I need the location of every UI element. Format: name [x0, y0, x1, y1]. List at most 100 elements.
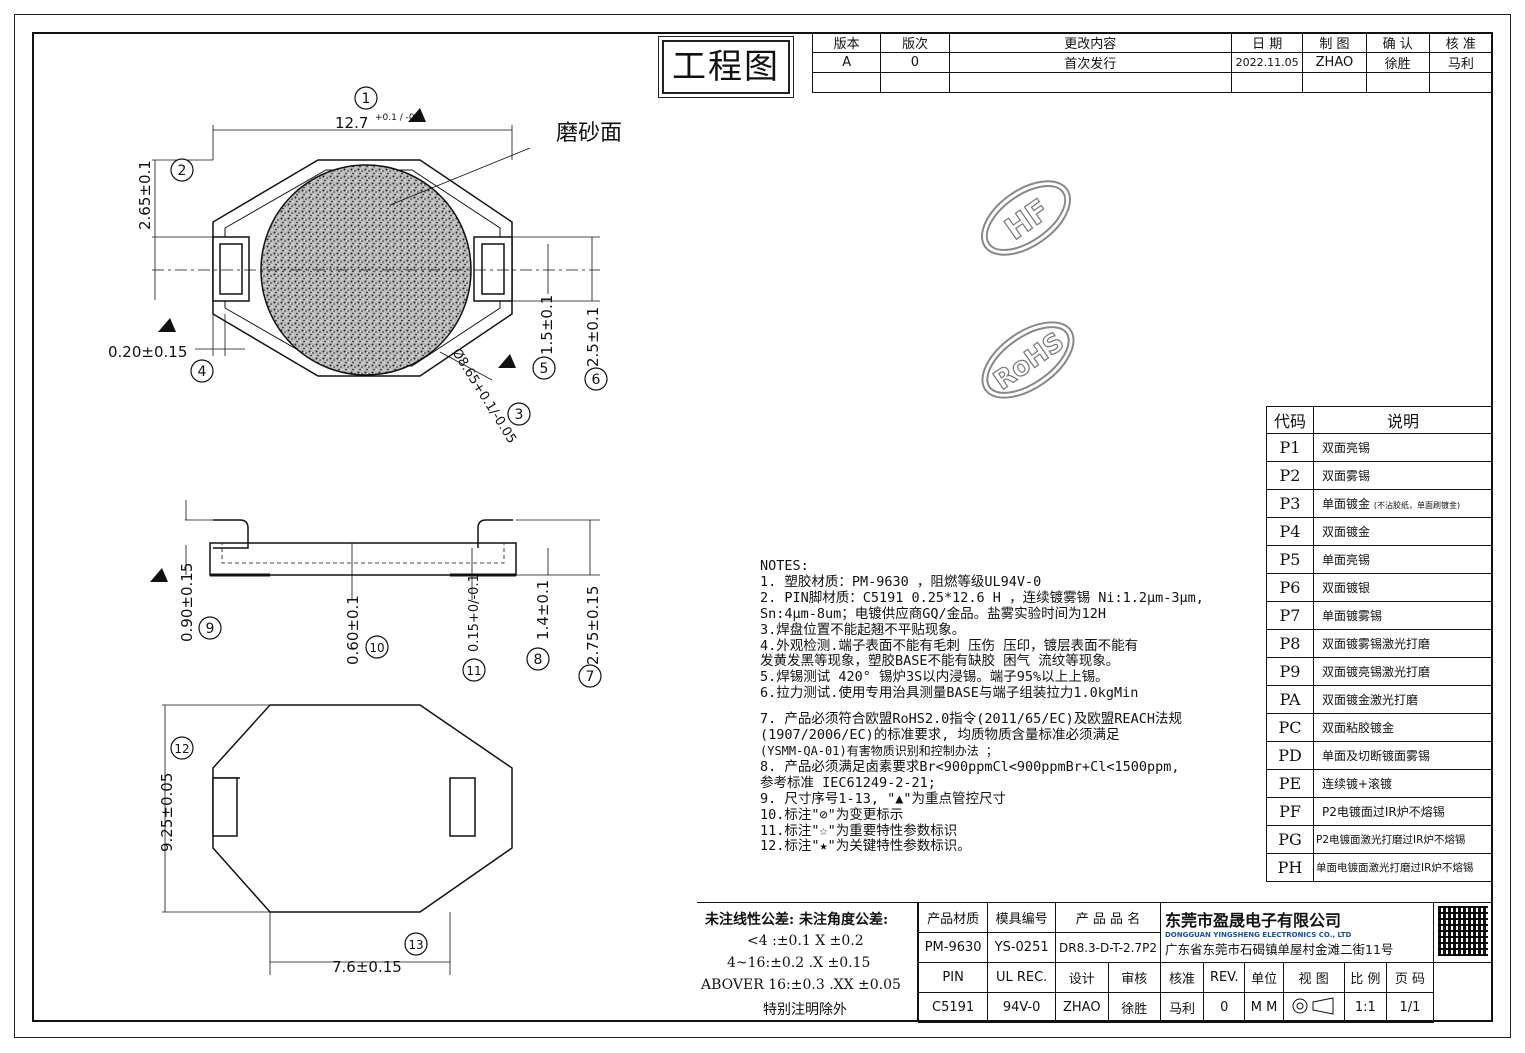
notes-block: NOTES: 1. 塑胶材质：PM-9630 ，阻燃等级UL94V-0 2. P… — [760, 558, 1260, 855]
rev-label: REV. — [1203, 962, 1246, 993]
balloon-1-label: 1 — [362, 91, 371, 107]
pin-label: PIN — [917, 962, 989, 993]
desc-header: 说明 — [1313, 406, 1493, 434]
title-block: 产品材质 模具编号 产 品 品 名 东莞市盈晟电子有限公司 DONGGUAN Y… — [917, 902, 1493, 1023]
balloon-8-label: 8 — [534, 652, 543, 668]
note-line: 发黄发黑等现象，塑胶BASE不能有缺胶 困气 流纹等现象。 — [760, 653, 1120, 670]
balloon-9 — [198, 616, 222, 640]
material-label: 产品材质 — [917, 902, 989, 933]
tolerance-note: 特别注明除外 — [763, 1002, 847, 1018]
dim3-leader — [439, 351, 493, 381]
desc-cell: P2电镀面过IR炉不熔锡 — [1313, 797, 1493, 826]
dim9-text: 0.90±0.15 — [178, 563, 196, 642]
rohs-mark — [981, 321, 1075, 399]
rev-header-approve: 核 准 — [1428, 32, 1494, 53]
review-label: 审核 — [1107, 962, 1161, 993]
rev-approve: 马利 — [1428, 52, 1494, 73]
balloon-3-label: 3 — [515, 407, 524, 423]
balloon-10 — [365, 635, 389, 659]
note-line: 11.标注"☆"为重要特性参数标识 — [760, 822, 958, 839]
rev-value: 0 — [1203, 992, 1246, 1023]
note-line: 4.外观检测.端子表面不能有毛刺 压伤 压印，镀层表面不能有 — [760, 637, 1139, 654]
dim8-text: 1.4±0.1 — [534, 580, 552, 640]
triangle-icon — [158, 318, 176, 332]
title-row-1: 产品材质 模具编号 产 品 品 名 东莞市盈晟电子有限公司 DONGGUAN Y… — [917, 902, 1493, 963]
projection-icon — [1292, 996, 1334, 1015]
balloon-2 — [170, 158, 194, 182]
desc-cell: 双面镀金激光打磨 — [1313, 685, 1493, 714]
balloon-4-label: 4 — [198, 364, 207, 380]
unit-value: M M — [1244, 992, 1284, 1023]
note-line: 6.拉力测试.使用专用治具测量BASE与端子组装拉力1.0kgMin — [760, 685, 1139, 702]
code-cell: P7 — [1266, 601, 1314, 630]
code-cell: PD — [1266, 741, 1314, 770]
rev-header-change: 更改内容 — [948, 32, 1232, 53]
code-cell: P8 — [1266, 629, 1314, 658]
rev-date: 2022.11.05 — [1230, 52, 1304, 73]
note-line: (1907/2006/EC)的标准要求, 均质物质含量标准必须满足 — [760, 727, 1120, 744]
dim7-text: 2.75±0.15 — [584, 586, 602, 665]
desc-cell: 双面亮锡 — [1313, 433, 1493, 462]
bottom-view-left-pad — [212, 777, 238, 837]
side-view-hidden — [221, 542, 505, 564]
side-view-right-lead — [477, 519, 513, 548]
top-view-left-pad — [212, 236, 250, 302]
code-cell: PH — [1266, 853, 1314, 882]
balloon-13 — [404, 932, 428, 956]
designer-value: ZHAO — [1055, 992, 1109, 1023]
view-label: 视 图 — [1282, 962, 1345, 993]
rev-header-version: 版本 — [811, 32, 882, 53]
balloon-11 — [462, 658, 486, 682]
code-table-header: 代码 说明 — [1266, 406, 1493, 434]
balloon-12-label: 12 — [174, 742, 189, 756]
note-line: 5.焊锡测试 420° 锡炉3S以内浸锡。端子95%以上上锡。 — [760, 669, 1109, 686]
note-line: 10.标注"⊘"为变更标示 — [760, 806, 904, 823]
desc-cell: 单面电镀面激光打磨过IR炉不熔锡 — [1313, 853, 1493, 882]
tolerance-heading: 未注线性公差: 未注角度公差: — [705, 912, 889, 928]
bottom-view-right-pad — [449, 777, 476, 837]
unit-label: 单位 — [1244, 962, 1284, 993]
tolerance-line: 4~16:±0.2 .X ±0.15 — [727, 955, 871, 971]
triangle-icon — [408, 108, 426, 122]
design-label: 设计 — [1055, 962, 1109, 993]
note-line: 1. 塑胶材质：PM-9630 ，阻燃等级UL94V-0 — [760, 573, 1042, 590]
code-cell: PA — [1266, 685, 1314, 714]
qr-cell — [1433, 902, 1493, 963]
desc-cell: 双面镀亮锡激光打磨 — [1313, 657, 1493, 686]
code-header: 代码 — [1266, 406, 1314, 434]
note-line: 12.标注"★"为关键特性参数标识。 — [760, 838, 971, 855]
frosted-leader — [389, 147, 531, 206]
tolerance-line: ABOVER 16:±0.3 .XX ±0.05 — [701, 977, 901, 993]
note-line: 2. PIN脚材质：C5191 0.25*12.6 H ，连续镀雾锡 Ni:1.… — [760, 589, 1204, 606]
reviewer-value: 徐胜 — [1107, 992, 1161, 1023]
code-cell: P4 — [1266, 517, 1314, 546]
title-row-3: PIN UL REC. 设计 审核 核准 REV. 单位 视 图 比 例 页 码 — [917, 962, 1493, 993]
side-view-body — [209, 542, 517, 576]
dim12-text: 9.25±0.05 — [158, 773, 176, 852]
note-line: 参考标准 IEC61249-2-21; — [760, 774, 936, 791]
revision-empty-row — [811, 72, 1494, 93]
code-cell: P5 — [1266, 545, 1314, 574]
outer-border — [14, 14, 1511, 1038]
hf-text: HF — [999, 193, 1056, 248]
key-dimension-markers — [150, 108, 516, 582]
code-cell: P1 — [1266, 433, 1314, 462]
dim1-tol-text: +0.1 / -0 — [375, 113, 415, 123]
balloon-1 — [354, 86, 378, 110]
desc-cell: 双面镀银 — [1313, 573, 1493, 602]
balloon-8 — [526, 647, 550, 671]
mold-label: 模具编号 — [987, 902, 1057, 933]
dim10-text: 0.60±0.1 — [344, 595, 362, 665]
dim13-text: 7.6±0.15 — [332, 958, 402, 976]
frosted-label: 磨砂面 — [556, 121, 622, 146]
triangle-icon — [150, 568, 168, 582]
code-cell: P6 — [1266, 573, 1314, 602]
